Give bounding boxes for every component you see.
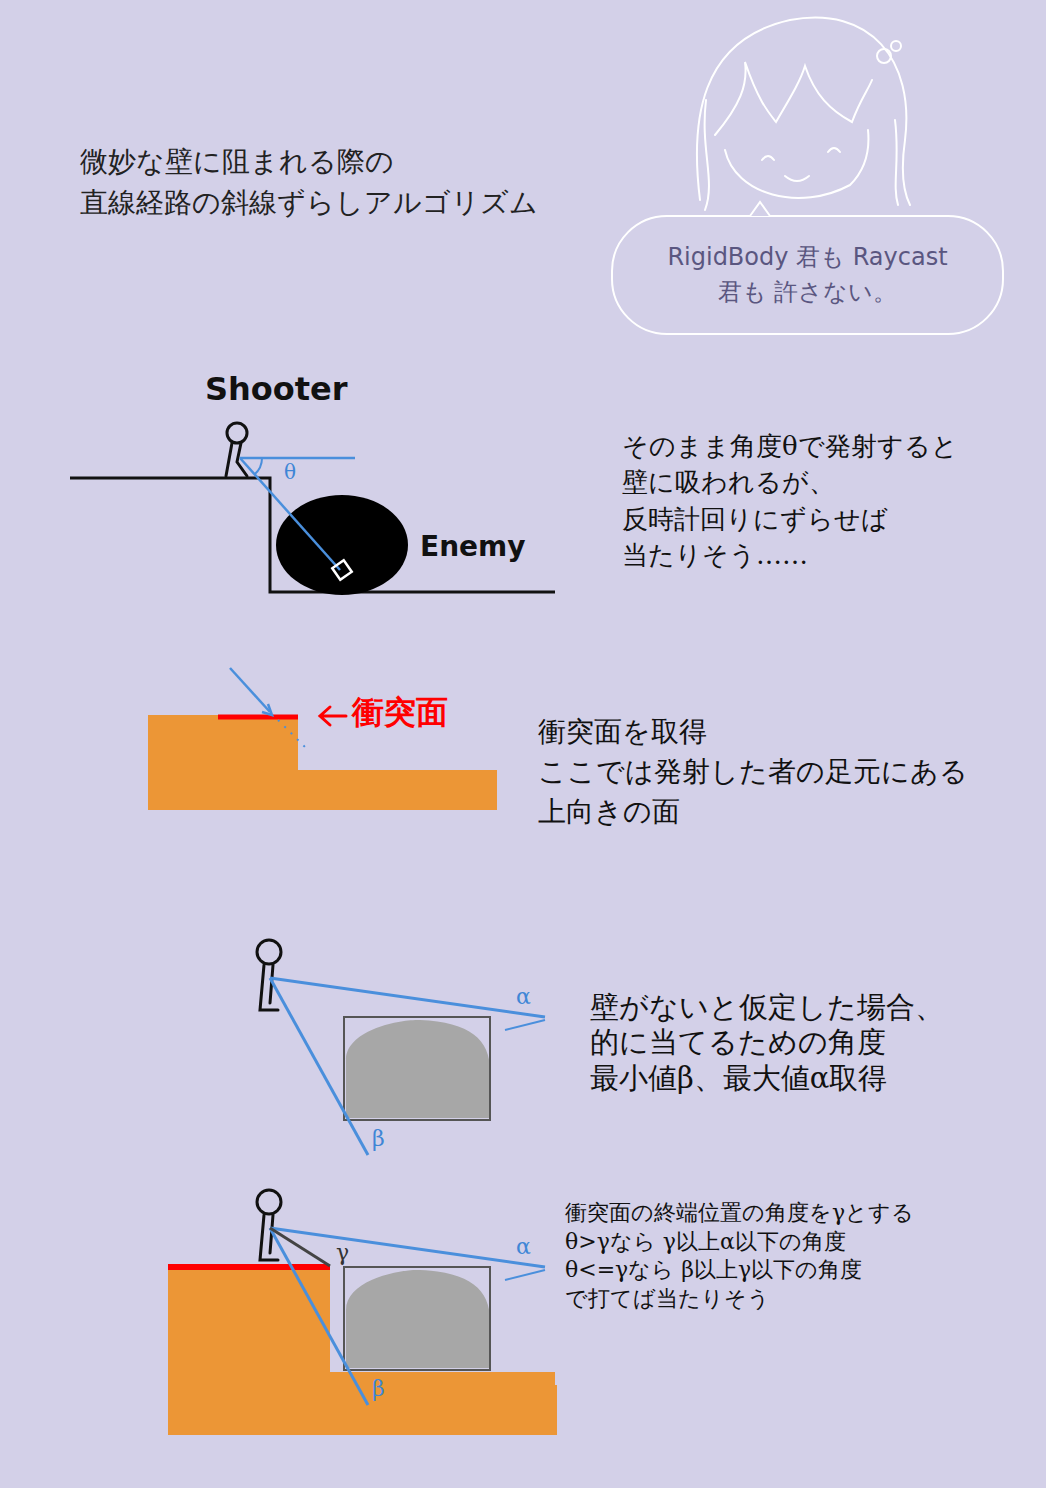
character-sketch bbox=[697, 18, 910, 210]
bubble-tail bbox=[750, 202, 770, 216]
smile bbox=[785, 176, 809, 181]
enemy-blob bbox=[346, 1270, 490, 1368]
dotted-continuation bbox=[278, 720, 308, 750]
gamma-line bbox=[270, 1228, 330, 1266]
page-title: 微妙な壁に阻まれる際の 直線経路の斜線ずらしアルゴリズム bbox=[80, 142, 550, 223]
hair-bow bbox=[877, 49, 891, 63]
angle-label: θ bbox=[284, 461, 296, 483]
bangs bbox=[715, 62, 872, 135]
stick-figure-head bbox=[257, 1190, 281, 1214]
horizontal-reference bbox=[240, 457, 355, 460]
note-text: 衝突面を取得 ここでは発射した者の足元にある 上向きの面 bbox=[538, 712, 988, 832]
panel-shooter-enemy bbox=[70, 423, 555, 595]
bounding-box bbox=[344, 1017, 490, 1120]
pointer-arrow bbox=[320, 707, 346, 725]
bounding-box bbox=[344, 1267, 490, 1370]
eyes bbox=[762, 148, 840, 160]
collision-surface bbox=[218, 715, 298, 720]
hair-strands bbox=[705, 100, 898, 210]
speech-text: RigidBody 君も Raycast 君も 許さない。 bbox=[653, 240, 963, 310]
arrow-head bbox=[262, 704, 272, 715]
angle-tick bbox=[505, 1270, 545, 1280]
angle-tick bbox=[505, 1020, 545, 1030]
figure-label: Shooter bbox=[205, 370, 348, 408]
angle-label: α bbox=[516, 986, 531, 1008]
figure-label: Enemy bbox=[420, 530, 525, 564]
stick-figure-head bbox=[257, 940, 281, 964]
max-angle-line bbox=[270, 978, 545, 1017]
collision-surface bbox=[168, 1264, 330, 1270]
stick-figure-body bbox=[226, 443, 247, 476]
callout-label: 衝突面 bbox=[352, 693, 448, 731]
hair-outline bbox=[697, 18, 910, 205]
angle-arc bbox=[255, 458, 263, 475]
enemy-blob bbox=[276, 495, 408, 595]
min-angle-line bbox=[270, 1228, 368, 1405]
shot-line bbox=[240, 458, 340, 570]
hit-marker bbox=[332, 560, 351, 579]
panel-gamma bbox=[168, 1190, 557, 1435]
bubble-outline bbox=[610, 214, 1005, 336]
stick-figure-head bbox=[227, 423, 247, 443]
max-angle-line bbox=[270, 1228, 545, 1267]
hair-bow bbox=[891, 41, 901, 51]
enemy-blob bbox=[346, 1020, 490, 1118]
panel-gamma-figures bbox=[257, 1190, 545, 1405]
angle-label: β bbox=[372, 1378, 385, 1400]
note-text: 壁がないと仮定した場合、 的に当てるための角度 最小値β、最大値α取得 bbox=[590, 990, 970, 1096]
angle-label: γ bbox=[334, 1242, 351, 1264]
note-text: 衝突面の終端位置の角度をγとする θ>γなら γ以上α以下の角度 θ<=γなら … bbox=[565, 1199, 937, 1313]
min-angle-line bbox=[270, 978, 368, 1155]
terrain bbox=[168, 1265, 557, 1435]
shot-line bbox=[230, 668, 270, 712]
note-text: そのまま角度θで発射すると 壁に吸われるが、 反時計回りにずらせば 当たりそう…… bbox=[622, 428, 992, 574]
angle-label: β bbox=[372, 1128, 385, 1150]
bubble-body bbox=[612, 216, 1003, 334]
face-outline bbox=[725, 130, 868, 198]
panel-angle-range bbox=[257, 940, 545, 1155]
panel-collision-surface bbox=[148, 668, 497, 810]
speech-bubble: RigidBody 君も Raycast 君も 許さない。 bbox=[610, 214, 1005, 336]
angle-label: α bbox=[516, 1236, 531, 1258]
